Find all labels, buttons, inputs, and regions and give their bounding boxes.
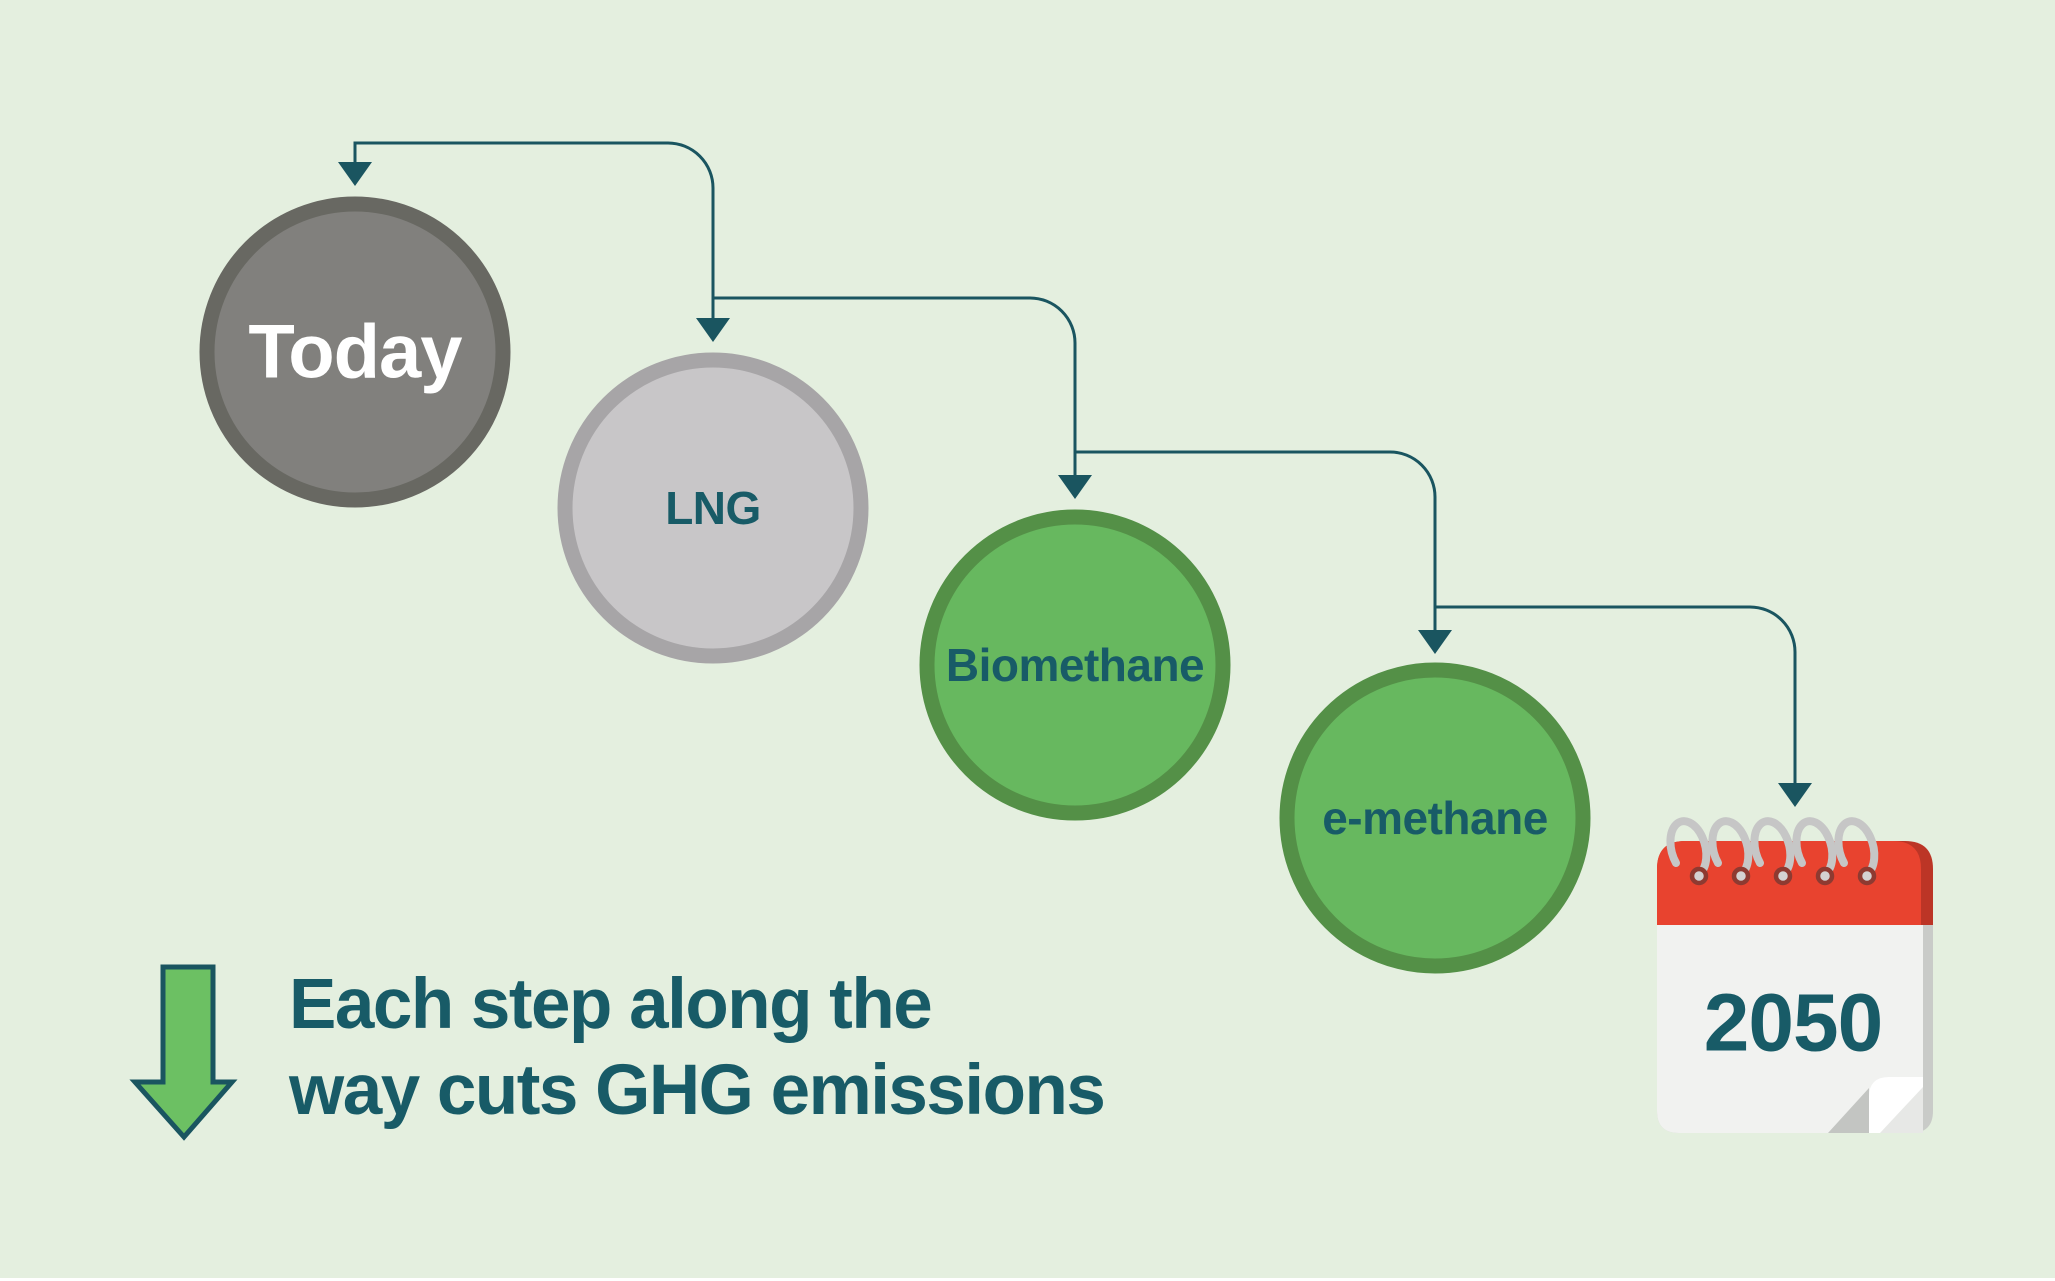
ring-hole-icon: [1815, 866, 1835, 886]
step-emethane: e-methane: [1279, 662, 1591, 974]
caption-line2: way cuts GHG emissions: [289, 1051, 1106, 1130]
ring-hole-icon: [1773, 866, 1793, 886]
arrowhead-icon-emethane: [1418, 630, 1452, 654]
step-biomethane: Biomethane: [919, 509, 1231, 821]
connector-line-emethane: [1435, 605, 1797, 785]
calendar-rings: [1666, 817, 1879, 886]
ring-hole-icon: [1857, 866, 1877, 886]
arrowhead-icon-today: [338, 162, 372, 186]
caption-line1: Each step along the: [289, 965, 933, 1044]
ring-icon: [1834, 817, 1879, 878]
down-arrow-shape: [129, 964, 238, 1141]
arrowhead-icon-calendar: [1778, 783, 1812, 807]
circle-biomethane: [919, 509, 1231, 821]
ring-hole-icon: [1689, 866, 1709, 886]
connectors: [338, 141, 1812, 807]
circle-lng: [557, 352, 869, 664]
calendar-year-label: 2050: [1704, 978, 1882, 1069]
ring-icon: [1708, 817, 1753, 878]
calendar-fold-crease: [1880, 1087, 1923, 1133]
arrowhead-icon-biomethane: [1058, 475, 1092, 499]
connector-line-lng: [713, 296, 1077, 477]
circle-label-emethane: e-methane: [1322, 792, 1548, 844]
connector-line-today: [353, 141, 715, 320]
ring-icon: [1666, 817, 1711, 878]
step-today: Today: [199, 196, 511, 508]
ring-icon: [1792, 817, 1837, 878]
calendar-fold-shadow: [1828, 1088, 1869, 1133]
bottom-edge-strip: [0, 1278, 2055, 1281]
circle-label-lng: LNG: [665, 482, 761, 534]
circle-label-biomethane: Biomethane: [946, 639, 1204, 691]
step-lng: LNG: [557, 352, 869, 664]
circle-label-today: Today: [248, 310, 462, 395]
ring-icon: [1750, 817, 1795, 878]
ring-hole-icon: [1731, 866, 1751, 886]
circle-today: [199, 196, 511, 508]
calendar-body: [1657, 925, 1923, 1133]
circle-emethane: [1279, 662, 1591, 974]
caption: Each step along the way cuts GHG emissio…: [289, 962, 1106, 1134]
down-arrow-icon: [129, 964, 238, 1141]
calendar-icon: 2050: [1657, 817, 1933, 1133]
arrowhead-icon-lng: [696, 318, 730, 342]
connector-line-biomethane: [1075, 450, 1437, 632]
